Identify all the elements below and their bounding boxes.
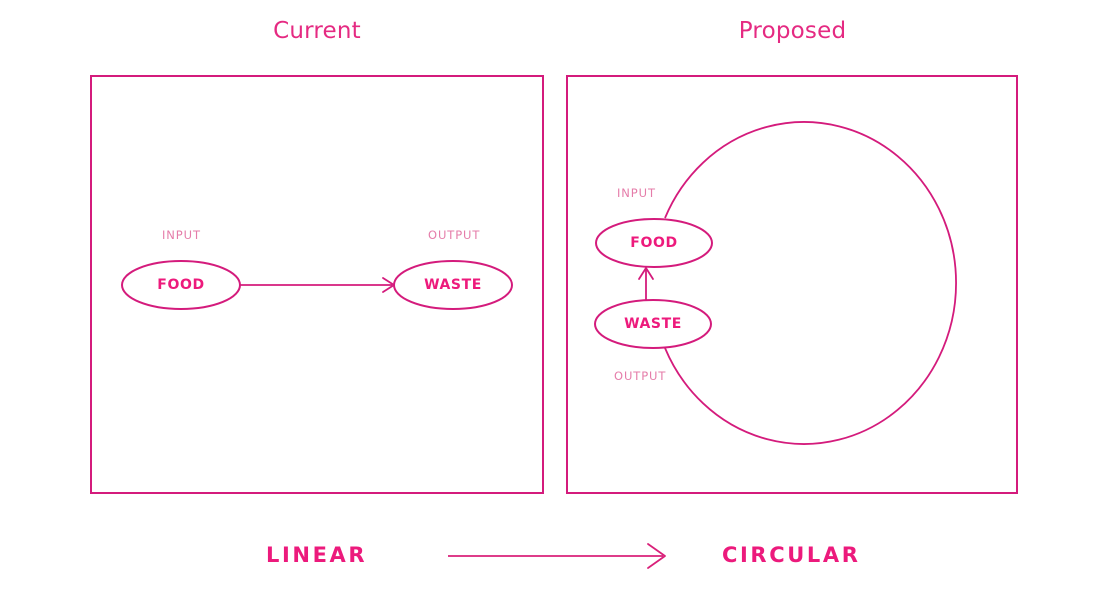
node-waste-left <box>393 260 513 310</box>
circular-loop-icon <box>664 121 957 445</box>
node-label-waste-right: WASTE <box>624 316 682 332</box>
caption-output-right: OUTPUT <box>614 369 667 383</box>
panel-proposed <box>566 75 1018 494</box>
summary-arrow-head-icon <box>647 543 666 569</box>
panel-title-proposed: Proposed <box>738 18 847 44</box>
node-label-food-right: FOOD <box>630 235 678 251</box>
panel-title-current: Current <box>273 18 361 44</box>
caption-input-right: INPUT <box>617 186 656 200</box>
node-label-food-left: FOOD <box>157 277 205 293</box>
node-waste-right <box>594 299 712 349</box>
node-food-right <box>595 218 713 268</box>
summary-label-linear: LINEAR <box>266 543 368 567</box>
arrow-up-icon <box>638 267 654 280</box>
caption-output-left: OUTPUT <box>428 228 481 242</box>
caption-input-left: INPUT <box>162 228 201 242</box>
panel-current <box>90 75 544 494</box>
node-label-waste-left: WASTE <box>424 277 482 293</box>
node-food-left <box>121 260 241 310</box>
summary-label-circular: CIRCULAR <box>722 543 861 567</box>
